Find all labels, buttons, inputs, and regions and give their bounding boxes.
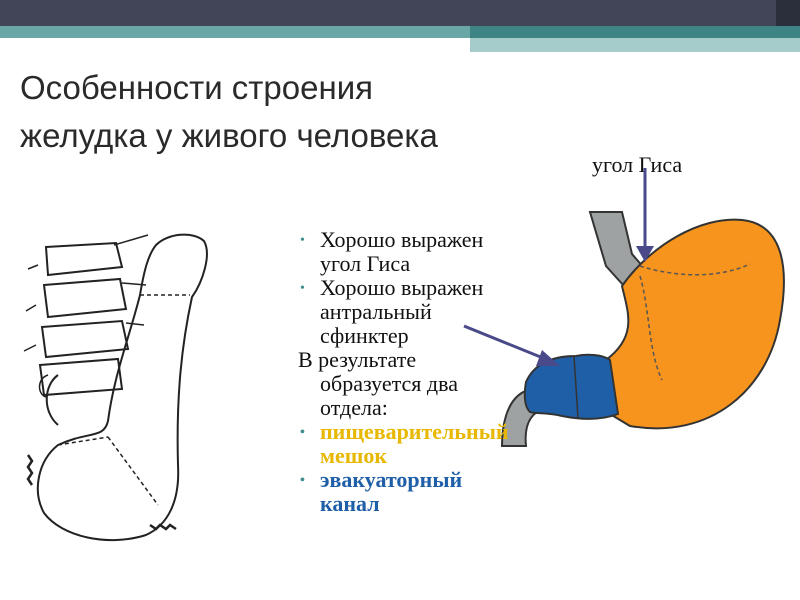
bullet-dot: • xyxy=(300,425,305,440)
teal-stripe-dark xyxy=(470,26,800,38)
bullet-dot: • xyxy=(300,473,305,488)
result-text: отдела: xyxy=(320,395,388,420)
bullet-text: Хорошо выражен xyxy=(320,275,484,300)
bullet-text: антральный xyxy=(320,299,432,324)
section-text: мешок xyxy=(320,443,387,468)
section-text: эвакуаторный xyxy=(320,467,463,492)
sphincter-arrow xyxy=(463,324,560,366)
result-text: В результате xyxy=(298,347,417,372)
section-evacuation-canal: • эвакуаторный канал xyxy=(298,468,588,516)
section-text: канал xyxy=(320,491,380,516)
bullet-item: • Хорошо выражен антральный сфинктер xyxy=(298,276,588,348)
angle-of-his-label: угол Гиса xyxy=(592,152,683,177)
result-text: образуется два xyxy=(320,371,458,396)
bullet-text: Хорошо выражен xyxy=(320,227,484,252)
bullet-text: сфинктер xyxy=(320,323,409,348)
title-line-1: Особенности строения xyxy=(20,69,373,106)
top-bar xyxy=(0,0,800,26)
teal-stripe-light xyxy=(470,38,800,52)
bullet-dot: • xyxy=(300,281,305,296)
bullet-text: угол Гиса xyxy=(320,251,411,276)
stomach-xray-drawing xyxy=(23,233,208,542)
stomach-colored-diagram xyxy=(500,168,785,447)
top-bar-accent xyxy=(776,0,800,26)
bullet-dot: • xyxy=(300,233,305,248)
result-paragraph: В результате образуется два отдела: xyxy=(298,348,588,420)
bullet-item: • Хорошо выражен угол Гиса xyxy=(298,228,588,276)
section-digestive-sac: • пищеварительный мешок xyxy=(298,420,588,468)
title-line-2: желудка у живого человека xyxy=(20,117,438,154)
slide-title: Особенности строения желудка у живого че… xyxy=(20,64,580,160)
section-text: пищеварительный xyxy=(320,419,509,444)
content-text: • Хорошо выражен угол Гиса • Хорошо выра… xyxy=(298,228,588,516)
